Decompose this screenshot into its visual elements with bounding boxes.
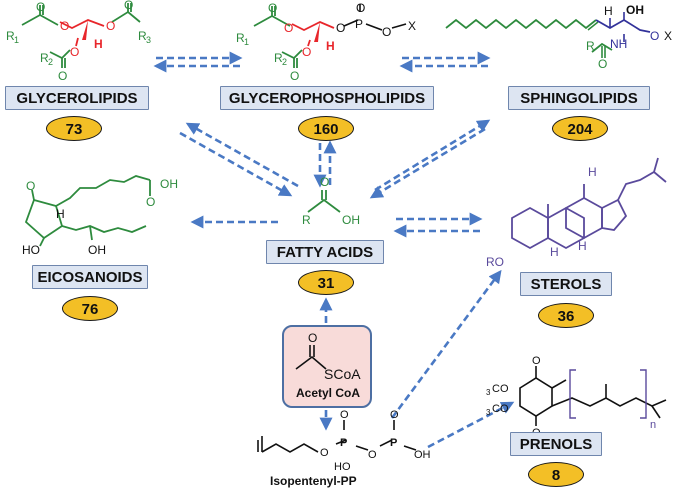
svg-text:O: O [320, 447, 329, 459]
svg-text:O: O [106, 19, 115, 33]
svg-text:O: O [70, 45, 79, 59]
svg-text:H: H [94, 37, 103, 51]
svg-text:R: R [40, 51, 49, 65]
sphingolipid-structure: H OH NH R O O X [445, 3, 672, 71]
arrow-ipp-to-sterol [390, 269, 502, 419]
svg-text:O: O [598, 57, 607, 71]
glycerolipids-count-badge: 73 [46, 116, 102, 141]
svg-text:O: O [124, 0, 133, 12]
arrow-ipp-to-prenol [427, 401, 515, 449]
glycerolipids-label: GLYCEROLIPIDS [5, 86, 149, 110]
fatty-acids-label: FATTY ACIDS [266, 240, 384, 264]
isopentenyl-pp-caption: Isopentenyl-PP [270, 474, 357, 488]
svg-text:CO: CO [492, 403, 509, 415]
svg-text:O: O [650, 29, 659, 43]
svg-text:1: 1 [244, 37, 249, 47]
svg-text:H: H [56, 207, 65, 221]
svg-text:O: O [320, 175, 329, 189]
prenols-label: PRENOLS [510, 432, 602, 456]
arrow-gl-to-fa [179, 131, 293, 197]
svg-text:H: H [604, 4, 613, 18]
acetyl-coa-box: O SCoA Acetyl CoA [282, 325, 372, 408]
sterols-label: STEROLS [520, 272, 612, 296]
sterol-structure [511, 157, 667, 250]
acetyl-coa-structure: O SCoA Acetyl CoA [295, 331, 361, 400]
isopentenyl-pp-structure [257, 420, 417, 453]
prenol-repeat-bracket [569, 369, 647, 419]
svg-text:n: n [650, 419, 656, 431]
svg-text:O: O [340, 409, 349, 421]
svg-text:R: R [236, 31, 245, 45]
svg-text:H: H [578, 239, 587, 253]
eicosanoids-label: EICOSANOIDS [32, 265, 148, 289]
svg-text:O: O [356, 1, 365, 15]
svg-text:P: P [355, 17, 363, 31]
svg-text:OH: OH [414, 449, 431, 461]
svg-text:O: O [60, 19, 69, 33]
svg-text:X: X [408, 19, 416, 33]
svg-text:R: R [138, 29, 147, 43]
fatty-acids-count-badge: 31 [298, 270, 354, 295]
svg-text:2: 2 [282, 57, 287, 67]
sphingolipids-label: SPHINGOLIPIDS [508, 86, 650, 110]
svg-text:OH: OH [88, 243, 106, 257]
pathway-arrows [153, 51, 515, 449]
acetyl-coa-caption: Acetyl CoA [296, 386, 360, 400]
svg-text:O: O [268, 1, 277, 15]
arrow-fa-to-sp [374, 119, 491, 192]
svg-text:OH: OH [626, 3, 644, 17]
arrow-fa-to-gl [185, 122, 299, 188]
svg-text:3: 3 [486, 388, 491, 397]
glycerophospholipids-label: GLYCEROPHOSPHOLIPIDS [220, 86, 434, 110]
svg-text:P: P [390, 437, 397, 449]
svg-text:CO: CO [492, 383, 509, 395]
svg-text:O: O [368, 449, 377, 461]
svg-text:X: X [664, 29, 672, 43]
svg-text:O: O [26, 179, 35, 193]
eicosanoids-count-badge: 76 [62, 296, 118, 321]
svg-text:1: 1 [14, 35, 19, 45]
svg-text:O: O [36, 0, 45, 14]
prenol-structure [519, 366, 667, 426]
glycerophospholipids-count-badge: 160 [298, 116, 354, 141]
svg-text:O: O [58, 69, 67, 83]
prenols-count-badge: 8 [528, 462, 584, 487]
fatty-acid-structure [307, 190, 341, 213]
svg-text:HO: HO [334, 461, 351, 473]
svg-text:O: O [302, 45, 311, 59]
svg-text:H: H [550, 245, 559, 259]
svg-text:O: O [284, 21, 293, 35]
glycerolipid-structure: O O O O O O R 1 R 2 R 3 H [6, 0, 151, 83]
arrow-sp-to-fa [369, 127, 486, 199]
sphingolipids-count-badge: 204 [552, 116, 608, 141]
svg-text:O: O [290, 69, 299, 83]
svg-text:OH: OH [160, 177, 178, 191]
svg-text:NH: NH [610, 37, 627, 51]
svg-text:O: O [532, 355, 541, 367]
svg-text:P: P [340, 437, 347, 449]
svg-text:H: H [588, 165, 597, 179]
svg-text:O: O [336, 21, 345, 35]
svg-text:2: 2 [48, 57, 53, 67]
svg-text:H: H [326, 39, 335, 53]
svg-text:3: 3 [486, 408, 491, 417]
acetyl-oxygen: O [308, 331, 317, 345]
svg-text:O: O [382, 25, 391, 39]
svg-text:O: O [146, 195, 155, 209]
sterols-count-badge: 36 [538, 303, 594, 328]
svg-text:R: R [586, 39, 595, 53]
svg-text:3: 3 [146, 35, 151, 45]
svg-text:R: R [274, 51, 283, 65]
glycerophospholipid-structure: O O R 1 R 2 O O H O P O O X [236, 1, 416, 83]
svg-text:HO: HO [22, 243, 40, 257]
acetyl-scoa-group: SCoA [324, 366, 361, 382]
svg-text:OH: OH [342, 213, 360, 227]
svg-text:RO: RO [486, 255, 504, 269]
svg-text:O: O [390, 409, 399, 421]
svg-text:R: R [302, 213, 311, 227]
eicosanoid-structure [24, 175, 151, 247]
svg-text:R: R [6, 29, 15, 43]
